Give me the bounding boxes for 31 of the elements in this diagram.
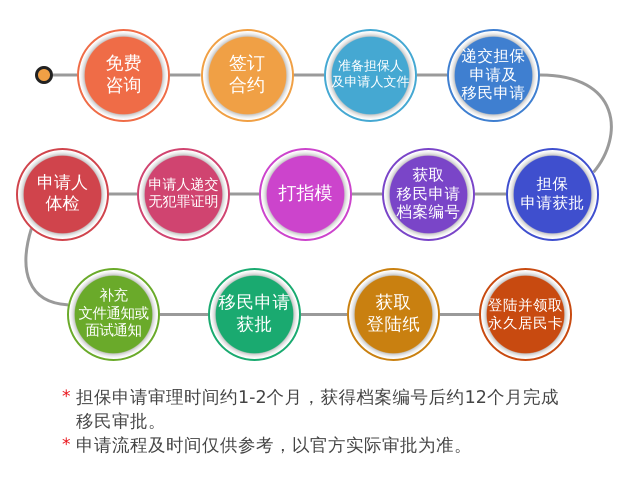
step-label: 申请人体检 — [37, 173, 88, 215]
connector-line — [540, 74, 613, 174]
footnote-text: 担保申请审理时间约1-2个月，获得档案编号后约12个月完成移民审批。 — [76, 387, 559, 434]
footnote-asterisk: * — [62, 434, 70, 457]
connector-line — [475, 192, 506, 196]
step-label: 签订合约 — [229, 53, 265, 97]
footnote-text: 申请流程及时间仅供参考，以官方实际审批为准。 — [76, 435, 472, 458]
connector-line — [230, 192, 259, 196]
connector-line — [53, 74, 77, 76]
step-label: 登陆并领取永久居民卡 — [488, 296, 563, 332]
step-label: 免费咨询 — [106, 53, 142, 97]
connector-line — [440, 313, 479, 316]
step-label: 递交担保申请及移民申请 — [462, 46, 526, 104]
step-label: 移民申请获批 — [218, 293, 290, 336]
connector-line — [301, 313, 347, 316]
connector-line — [24, 228, 68, 306]
step-label: 获取移民申请档案编号 — [396, 166, 460, 222]
step-label: 补充文件通知或面试通知 — [78, 288, 148, 341]
connector-line — [294, 74, 324, 76]
footnote-asterisk: * — [62, 386, 70, 409]
step-label: 担保申请获批 — [520, 175, 584, 213]
connector-line — [352, 192, 382, 196]
connector-line — [160, 313, 208, 316]
step-label: 获取登陆纸 — [366, 293, 420, 336]
step-label: 打指模 — [278, 183, 332, 205]
step-label: 准备担保人及申请人文件 — [332, 59, 410, 91]
connector-line — [417, 74, 447, 76]
connector-line — [170, 74, 200, 76]
connector-line — [109, 192, 137, 196]
start-dot — [35, 66, 53, 84]
step-label: 申请人递交无犯罪证明 — [148, 176, 218, 212]
